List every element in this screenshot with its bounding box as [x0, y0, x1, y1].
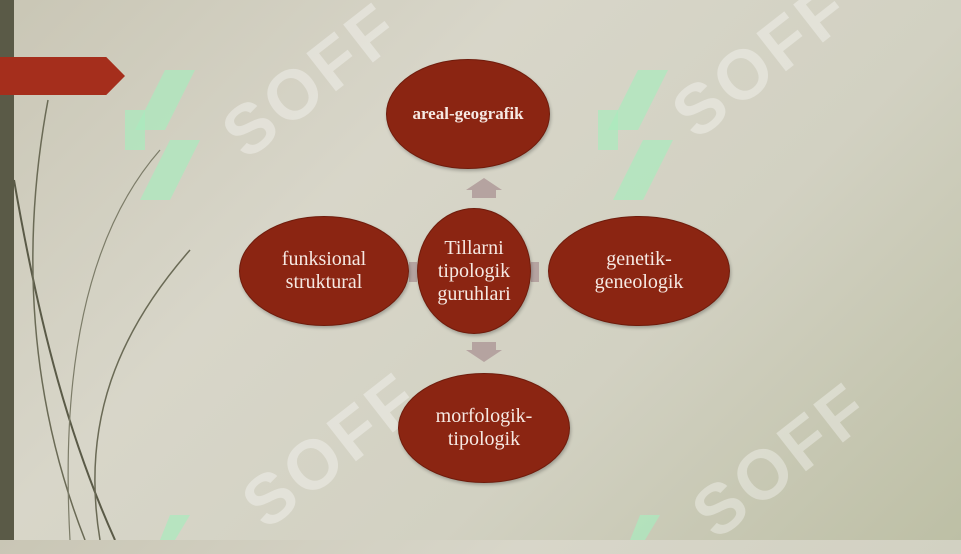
node-areal-geografik: areal-geografik [386, 59, 550, 169]
watermark-logo-icon [630, 515, 660, 540]
decorative-curves [13, 99, 191, 540]
watermark-logo-icon [125, 70, 200, 200]
center-label: Tillarni tipologik guruhlari [437, 236, 511, 305]
title-arrow-tab [0, 57, 125, 95]
node-center-tillarni-tipologik-guruhlari: Tillarni tipologik guruhlari [417, 208, 531, 334]
watermark-logo-icon [598, 70, 673, 200]
left-accent-strip [0, 0, 14, 540]
diagram-connectors [409, 178, 539, 362]
node-label: areal-geografik [412, 104, 524, 123]
node-genetik-geneologik: genetik-geneologik [548, 216, 730, 326]
node-label: genetik-geneologik [594, 248, 684, 293]
watermark-logo-icon [160, 515, 190, 540]
node-label: funksional struktural [281, 248, 367, 293]
node-morfologik-tipologik: morfologik-tipologik [398, 373, 570, 483]
node-funksional-struktural: funksional struktural [239, 216, 409, 326]
node-label: morfologik-tipologik [435, 405, 533, 450]
